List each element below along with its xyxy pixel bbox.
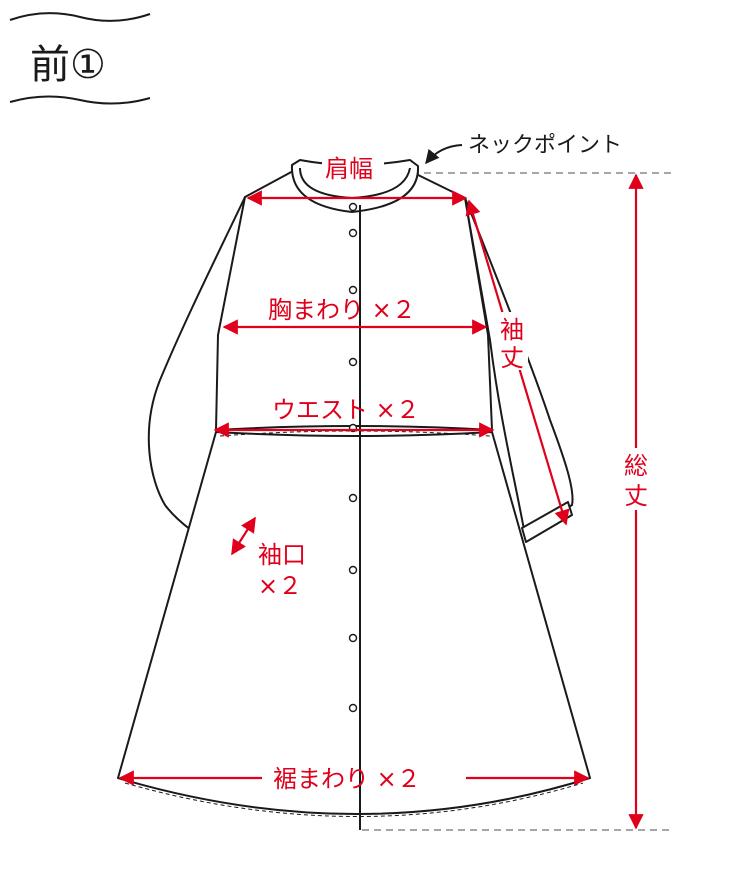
total-length-label-1: 総 xyxy=(624,452,648,480)
hem-label: 裾まわり ×２ xyxy=(273,765,421,793)
sleeve-length-label-2: 丈 xyxy=(500,344,524,372)
waist-label: ウエスト ×２ xyxy=(272,396,420,424)
neck-point-label: ネックポイント xyxy=(468,133,622,158)
cuff-arrow xyxy=(231,516,256,556)
hem-stitch xyxy=(124,782,584,817)
button xyxy=(348,565,358,575)
wavy-line-bottom xyxy=(9,95,151,105)
wavy-line-top xyxy=(9,12,151,22)
button xyxy=(348,285,358,295)
label-bg xyxy=(322,152,384,180)
neck-point-arrow xyxy=(425,144,463,165)
chest-label: 胸まわり ×２ xyxy=(268,296,416,324)
page-title: 前① xyxy=(30,42,106,88)
sleeve-length-label-1: 袖 xyxy=(500,316,524,344)
button xyxy=(348,703,358,713)
button xyxy=(348,202,358,212)
button xyxy=(348,357,358,367)
shoulder-width-label: 肩幅 xyxy=(325,155,373,183)
label-bg xyxy=(622,448,652,510)
button xyxy=(348,228,358,238)
cuff-label-2: ×２ xyxy=(258,572,302,600)
title-block: 前① xyxy=(9,12,151,105)
cuff-label-1: 袖口 xyxy=(258,541,306,569)
total-length-label-2: 丈 xyxy=(624,482,648,510)
button xyxy=(348,633,358,643)
label-bg xyxy=(498,312,528,370)
button xyxy=(348,493,358,503)
